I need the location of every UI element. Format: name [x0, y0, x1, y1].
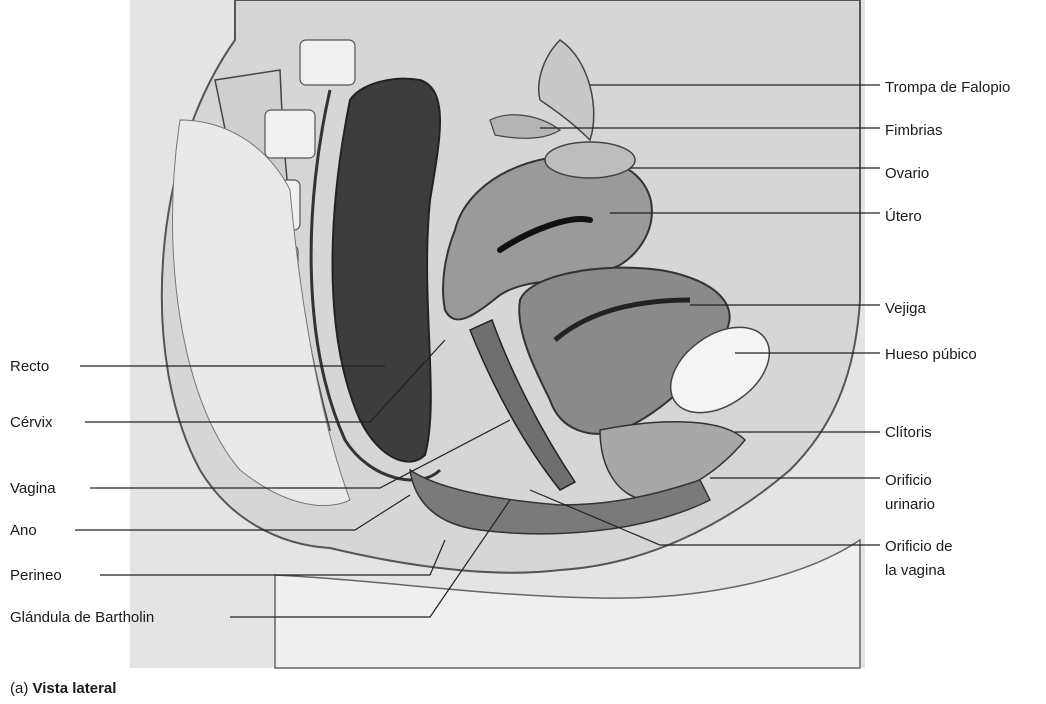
label-orificio-vagina-line2: la vagina: [885, 560, 945, 581]
label-perineo: Perineo: [10, 565, 62, 586]
figure-caption: (a) Vista lateral: [10, 680, 116, 697]
label-glandula-de-bartholin: Glándula de Bartholin: [10, 607, 154, 628]
label-trompa-de-falopio: Trompa de Falopio: [885, 77, 1010, 98]
label-orificio-urinario-line1: Orificio: [885, 470, 932, 491]
label-vagina: Vagina: [10, 478, 56, 499]
label-orificio-urinario-line2: urinario: [885, 494, 935, 515]
label-hueso-pubico: Hueso púbico: [885, 344, 977, 365]
label-cervix: Cérvix: [10, 412, 53, 433]
ovary: [545, 142, 635, 178]
label-utero: Útero: [885, 206, 922, 227]
label-ano: Ano: [10, 520, 37, 541]
label-ovario: Ovario: [885, 163, 929, 184]
label-clitoris: Clítoris: [885, 422, 932, 443]
label-recto: Recto: [10, 356, 49, 377]
caption-prefix: (a): [10, 680, 33, 697]
label-fimbrias: Fimbrias: [885, 120, 943, 141]
label-vejiga: Vejiga: [885, 298, 926, 319]
label-orificio-vagina-line1: Orificio de: [885, 536, 953, 557]
caption-title: Vista lateral: [33, 680, 117, 697]
